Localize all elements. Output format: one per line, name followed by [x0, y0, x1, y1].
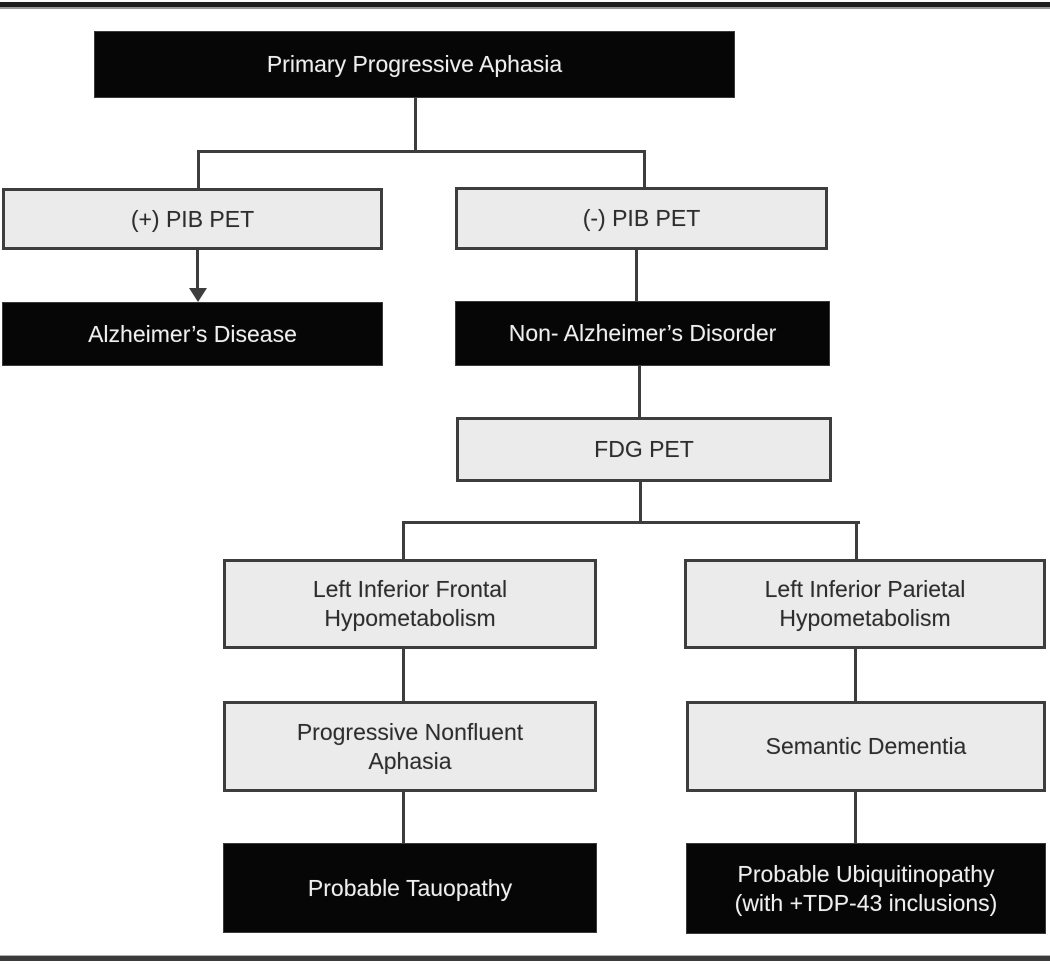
- connector-branch1-left-drop: [197, 150, 200, 188]
- connector-pibpos-alzheimers: [196, 250, 199, 290]
- node-left-inferior-frontal-hypometabolism: Left Inferior Frontal Hypometabolism: [223, 559, 597, 649]
- connector-pibneg-nonalzheimers: [635, 250, 638, 302]
- node-progressive-nonfluent-aphasia: Progressive Nonfluent Aphasia: [223, 701, 597, 792]
- connector-lip-semanticdementia: [854, 649, 857, 701]
- node-semantic-dementia: Semantic Dementia: [686, 701, 1046, 792]
- node-non-alzheimers-disorder: Non- Alzheimer’s Disorder: [455, 301, 830, 366]
- connector-branch2: [402, 521, 860, 524]
- connector-lif-pnfa: [402, 649, 405, 701]
- connector-nonalzheimers-fdg: [638, 366, 641, 417]
- figure-top-rule: [0, 2, 1050, 9]
- node-fdg-pet: FDG PET: [456, 417, 832, 482]
- connector-branch1: [197, 150, 646, 153]
- node-probable-tauopathy: Probable Tauopathy: [223, 843, 597, 933]
- connector-fdg-stem: [639, 482, 642, 521]
- connector-semanticdementia-ubiquitinopathy: [854, 792, 857, 843]
- connector-ppa-stem: [414, 98, 417, 151]
- node-alzheimers-disease: Alzheimer’s Disease: [2, 302, 383, 366]
- connector-branch2-right-drop: [855, 521, 858, 559]
- node-primary-progressive-aphasia: Primary Progressive Aphasia: [94, 31, 735, 98]
- node-pib-pet-negative: (-) PIB PET: [455, 187, 828, 250]
- arrowhead-down-icon: [189, 288, 207, 302]
- connector-pnfa-tauopathy: [402, 792, 405, 843]
- node-left-inferior-parietal-hypometabolism: Left Inferior Parietal Hypometabolism: [684, 559, 1046, 649]
- connector-branch2-left-drop: [402, 521, 405, 559]
- node-pib-pet-positive: (+) PIB PET: [2, 188, 383, 250]
- connector-branch1-right-drop: [643, 150, 646, 188]
- figure-bottom-rule: [0, 955, 1050, 961]
- node-probable-ubiquitinopathy: Probable Ubiquitinopathy (with +TDP-43 i…: [686, 843, 1046, 934]
